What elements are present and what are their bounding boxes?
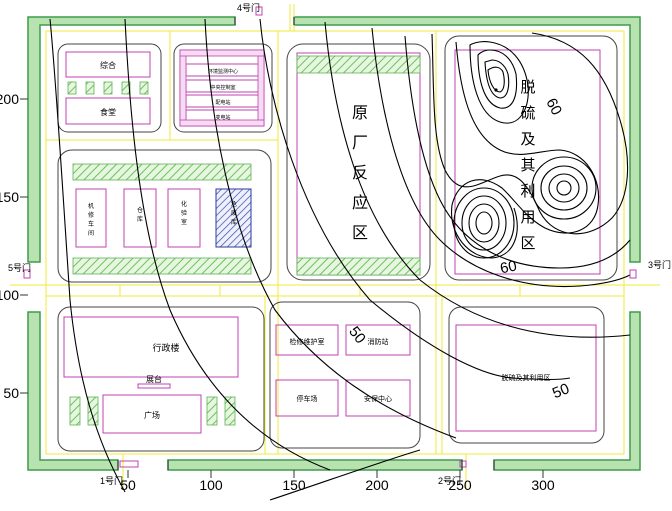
x-tick: 300: [531, 477, 555, 493]
x-tick: 200: [365, 477, 389, 493]
x-axis: 50 100 150 200 250 300: [120, 477, 555, 493]
building-label: 配电站: [215, 99, 230, 106]
gate-4-label: 4号门: [237, 2, 260, 13]
building-label: 危废库: [231, 200, 237, 226]
peak-marker: [494, 88, 498, 92]
contour-labels: 60 60 50 50: [345, 95, 572, 402]
building-label: 中央控制室: [210, 84, 235, 91]
contour-label-60: 60: [499, 257, 519, 277]
building-label: 检修维护室: [290, 337, 325, 346]
blocks: [57, 35, 618, 452]
building-label: 综合: [100, 60, 116, 70]
y-tick: 100: [0, 287, 19, 303]
x-tick: 50: [120, 477, 136, 493]
building-label: 安保中心: [364, 394, 392, 403]
y-axis: 200 150 100 50: [0, 91, 19, 401]
x-tick: 250: [448, 477, 472, 493]
contour-label-60: 60: [542, 95, 565, 118]
gate-labels: 4号门 1号门 2号门 5号门 3号门: [8, 2, 671, 486]
gate-ticks: [117, 17, 495, 470]
building-label: 停车场: [297, 394, 318, 403]
roads: [10, 4, 660, 490]
green-areas: [67, 55, 421, 426]
x-tick: 150: [282, 477, 306, 493]
building-label: 环境监测中心: [208, 68, 238, 75]
building-label: 变电站: [215, 114, 230, 121]
x-tick: 100: [199, 477, 223, 493]
building-label: 消防站: [368, 337, 389, 346]
building-labels: 综合 食堂 环境监测中心 中央控制室 配电站 变电站 行政楼 展台 广场 检修维…: [100, 60, 551, 420]
contour-label-50: 50: [550, 380, 572, 402]
wall-bottom-mid: [167, 459, 463, 471]
y-tick: 150: [0, 189, 19, 205]
building-label: 食堂: [100, 107, 116, 117]
y-tick: 50: [3, 385, 19, 401]
axis-ticks: [20, 98, 544, 478]
zone-label-desulfurization: 脱硫及其利用区: [520, 79, 535, 252]
building-label: 机修车间: [88, 202, 94, 237]
building-label: 化验室: [181, 200, 187, 226]
building-label: 脱硫及其利用区: [502, 373, 551, 382]
contour-label-50: 50: [345, 323, 369, 347]
building-label: 行政楼: [152, 342, 179, 353]
zone-labels: 原厂反应区 脱硫及其利用区: [352, 79, 536, 252]
gate-5-label: 5号门: [8, 262, 31, 273]
y-tick: 200: [0, 91, 19, 107]
building-label: 广场: [144, 410, 160, 420]
building-label: 仓库: [137, 206, 143, 223]
vertical-building-labels: 机修车间 仓库 化验室 危废库: [88, 200, 237, 237]
gate-1-label: 1号门: [100, 475, 123, 486]
gate-2-label: 2号门: [438, 475, 461, 486]
contours: [49, 18, 631, 501]
gate-3-label: 3号门: [648, 259, 671, 270]
zone-label-original-plant: 原厂反应区: [352, 105, 368, 242]
blue-hatched-building: [215, 188, 252, 248]
wall-bottom-left: [27, 311, 119, 471]
gate-markers: [23, 6, 637, 468]
building-label: 展台: [146, 374, 162, 384]
boundary-walls: [27, 16, 641, 471]
